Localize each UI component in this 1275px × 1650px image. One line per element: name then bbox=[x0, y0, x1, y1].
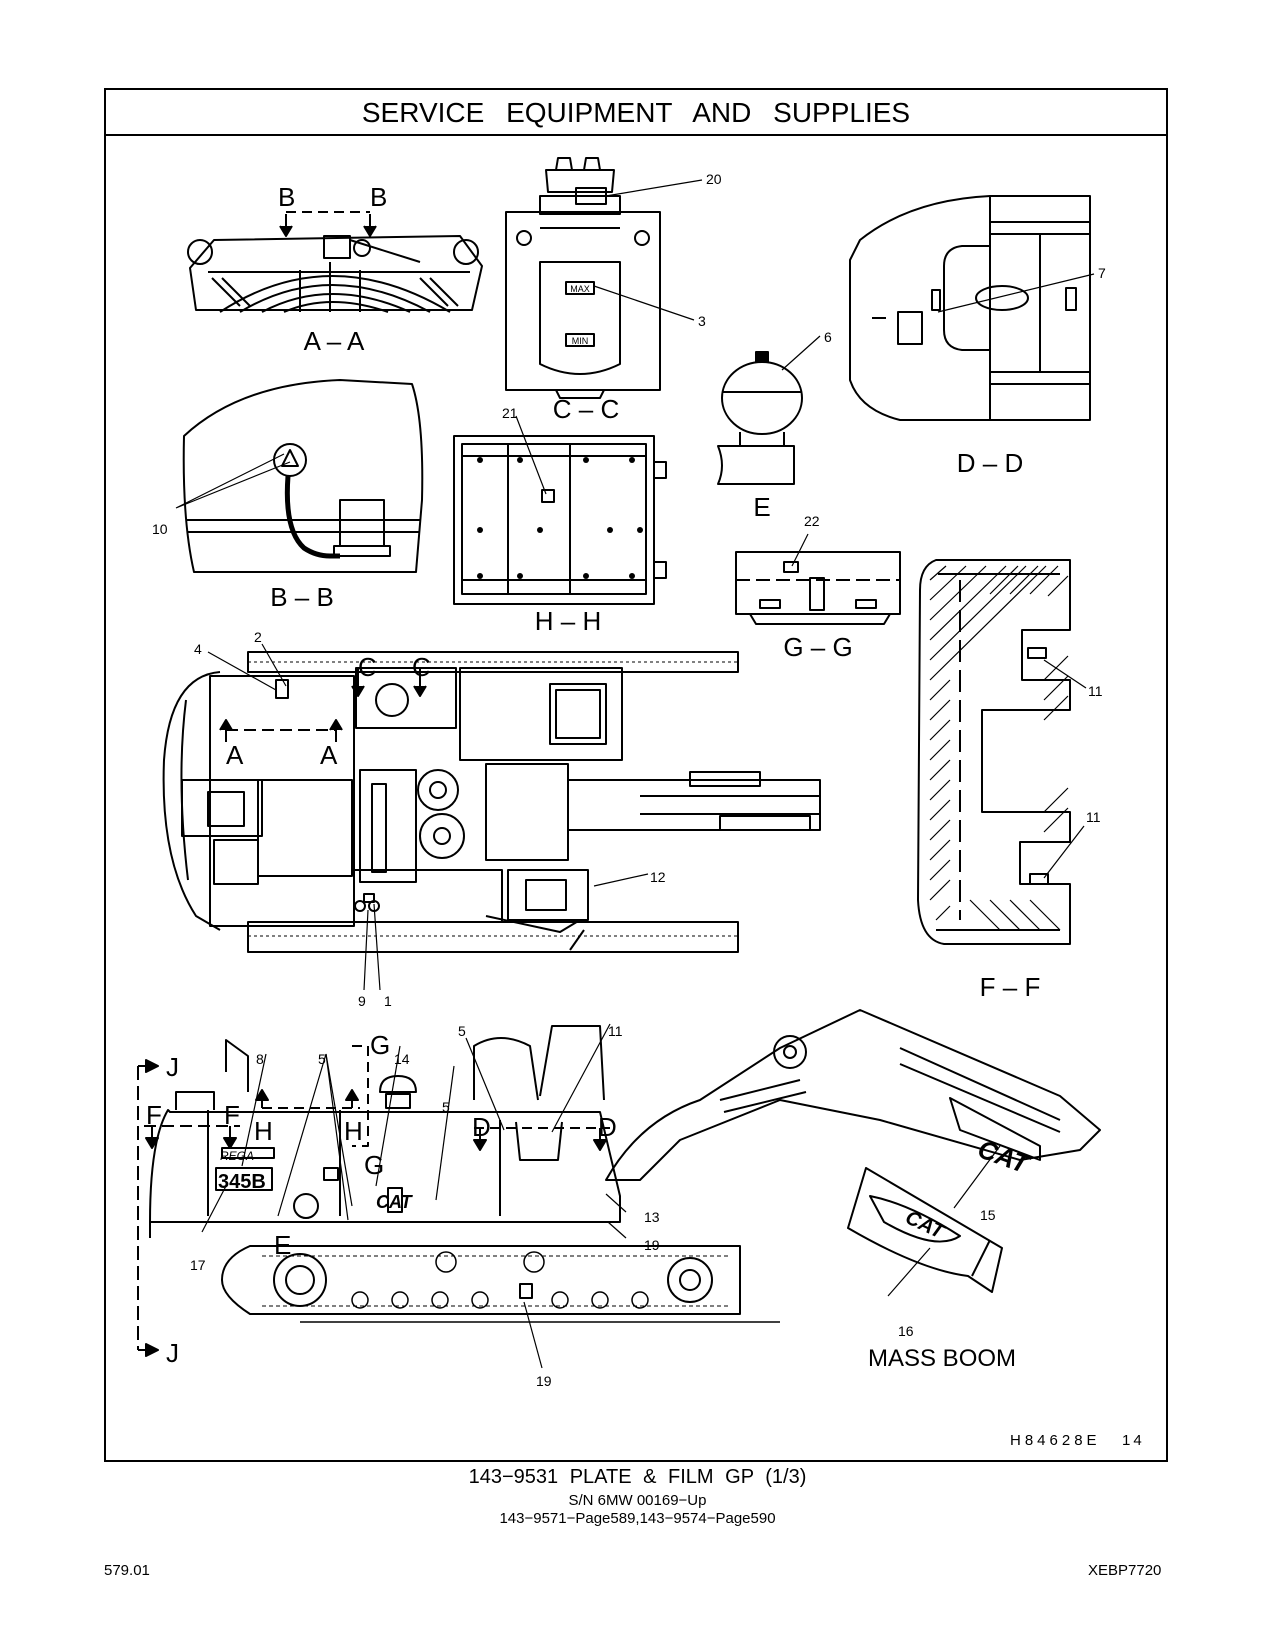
top-view-drawing bbox=[162, 651, 821, 953]
drawing-id: H84628E bbox=[1010, 1432, 1101, 1449]
view-cc-drawing bbox=[505, 157, 661, 399]
mass-boom-drawing bbox=[847, 1167, 1003, 1293]
callout-16: 16 bbox=[898, 1323, 914, 1339]
marker-d-right: D bbox=[598, 1112, 617, 1142]
callout-2: 2 bbox=[254, 629, 262, 645]
decal-cat-body: CAT bbox=[376, 1192, 414, 1212]
view-gg-drawing bbox=[735, 551, 901, 625]
caption-cc: C – C bbox=[553, 394, 619, 424]
marker-c-left: C bbox=[358, 652, 377, 682]
caption-dd: D – D bbox=[957, 448, 1023, 478]
callout-13: 13 bbox=[644, 1209, 660, 1225]
page-number: 579.01 bbox=[104, 1562, 150, 1579]
callout-5-b: 5 bbox=[318, 1051, 326, 1067]
callout-14: 14 bbox=[394, 1051, 410, 1067]
callout-22: 22 bbox=[804, 513, 820, 529]
drawing-sheet: 14 bbox=[1122, 1432, 1145, 1449]
marker-h-right: H bbox=[344, 1116, 363, 1146]
callout-5-a: 5 bbox=[458, 1023, 466, 1039]
caption-aa: A – A bbox=[304, 326, 365, 356]
marker-b-right: B bbox=[370, 182, 387, 212]
callout-7: 7 bbox=[1098, 265, 1106, 281]
callout-20: 20 bbox=[706, 171, 722, 187]
view-aa-drawing bbox=[187, 211, 483, 313]
callout-11-b: 11 bbox=[1086, 809, 1101, 825]
marker-h-left: H bbox=[254, 1116, 273, 1146]
callout-4: 4 bbox=[194, 641, 202, 657]
document-code: XEBP7720 bbox=[1088, 1562, 1162, 1579]
decal-cat-boom: CAT bbox=[974, 1133, 1035, 1180]
caption-bb: B – B bbox=[270, 582, 334, 612]
decal-max: MAX bbox=[570, 284, 590, 294]
marker-c-right: C bbox=[412, 652, 431, 682]
callout-9: 9 bbox=[358, 993, 366, 1009]
marker-g-top: G bbox=[370, 1030, 390, 1060]
callout-6: 6 bbox=[824, 329, 832, 345]
callout-numbers: 20 3 7 6 21 10 22 2 4 11 11 12 9 1 5 11 … bbox=[152, 171, 1106, 1389]
callout-1: 1 bbox=[384, 993, 392, 1009]
marker-a-left: A bbox=[226, 740, 244, 770]
footer-serial: S/N 6MW 00169−Up bbox=[568, 1492, 707, 1509]
callout-10: 10 bbox=[152, 521, 168, 537]
caption-hh: H – H bbox=[535, 606, 601, 636]
marker-b-left: B bbox=[278, 182, 295, 212]
view-hh-drawing bbox=[453, 435, 667, 605]
leader-lines bbox=[175, 179, 1095, 1369]
side-view-drawing bbox=[137, 1009, 1101, 1357]
decal-model: 345B bbox=[218, 1171, 266, 1193]
marker-f-right: F bbox=[224, 1100, 240, 1130]
marker-g-bottom: G bbox=[364, 1150, 384, 1180]
marker-a-right: A bbox=[320, 740, 338, 770]
caption-e: E bbox=[753, 492, 770, 522]
marker-j-top: J bbox=[166, 1052, 179, 1082]
marker-e: E bbox=[274, 1230, 291, 1260]
section-captions: A – A C – C D – D E B – B H – H G – G F … bbox=[270, 326, 1040, 1372]
caption-ff: F – F bbox=[980, 972, 1041, 1002]
caption-gg: G – G bbox=[783, 632, 852, 662]
decal-texts: MAX MIN REGA 345B CAT CAT CAT bbox=[218, 284, 1035, 1244]
marker-f-left: F bbox=[146, 1100, 162, 1130]
callout-5-c: 5 bbox=[442, 1099, 450, 1115]
footer-title: 143−9531 PLATE & FILM GP (1/3) bbox=[468, 1466, 807, 1488]
decal-series: REGA bbox=[220, 1149, 254, 1163]
callout-19-b: 19 bbox=[536, 1373, 552, 1389]
callout-21: 21 bbox=[502, 405, 518, 421]
callout-17: 17 bbox=[190, 1257, 206, 1273]
callout-15: 15 bbox=[980, 1207, 996, 1223]
view-bb-drawing bbox=[182, 379, 424, 573]
mass-boom-label: MASS BOOM bbox=[868, 1345, 1016, 1372]
diagram-frame: SERVICE EQUIPMENT AND SUPPLIES bbox=[104, 88, 1168, 1462]
view-e-drawing bbox=[717, 351, 803, 485]
page-title: SERVICE EQUIPMENT AND SUPPLIES bbox=[106, 90, 1166, 136]
callout-8: 8 bbox=[256, 1051, 264, 1067]
footer-references: 143−9571−Page589,143−9574−Page590 bbox=[499, 1510, 776, 1527]
callout-11-a: 11 bbox=[1088, 683, 1103, 699]
callout-11-c: 11 bbox=[608, 1023, 623, 1039]
view-dd-drawing bbox=[849, 195, 1091, 421]
decal-min: MIN bbox=[572, 336, 589, 346]
callout-3: 3 bbox=[698, 313, 706, 329]
view-ff-drawing bbox=[917, 559, 1071, 945]
marker-j-bottom: J bbox=[166, 1338, 179, 1368]
marker-d-left: D bbox=[472, 1112, 491, 1142]
callout-19-a: 19 bbox=[644, 1237, 660, 1253]
section-markers: B B C C A A G G J J F F H H D D E bbox=[146, 182, 617, 1368]
callout-12: 12 bbox=[650, 869, 666, 885]
